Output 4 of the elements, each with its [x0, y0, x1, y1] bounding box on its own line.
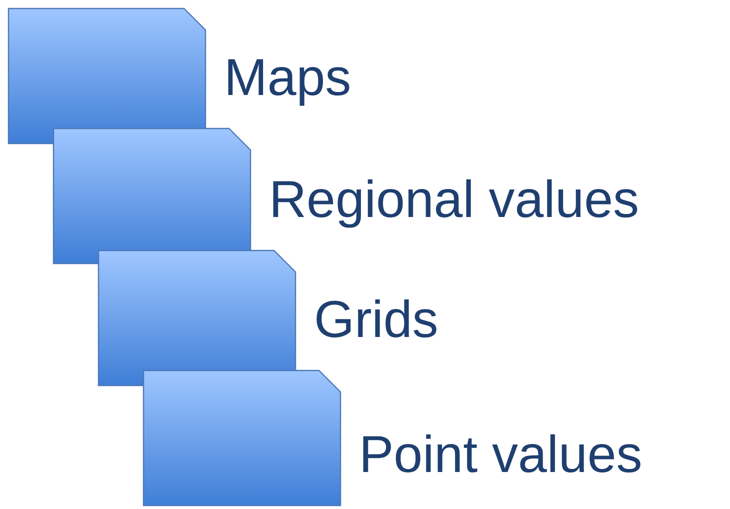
card-title: Regional values — [269, 174, 640, 226]
card-title: Point values — [359, 429, 642, 481]
card-title: Maps — [224, 52, 352, 104]
card-title: Grids — [314, 294, 438, 346]
